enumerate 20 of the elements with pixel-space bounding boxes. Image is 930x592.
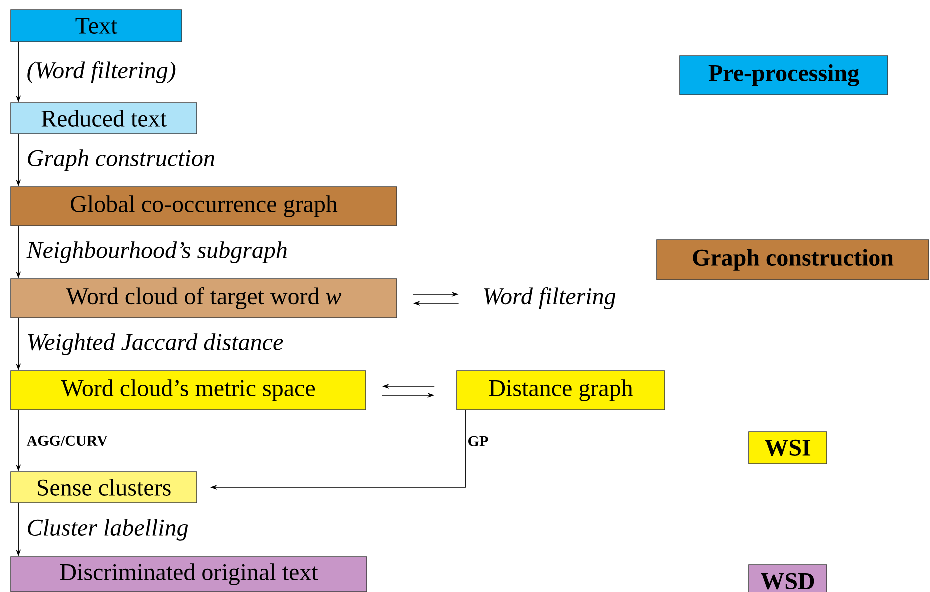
edge-label: Weighted Jaccard distance	[28, 334, 284, 356]
process-box: Global co-occurrence graph	[10, 186, 398, 226]
process-box: Word cloud of target word w	[10, 278, 398, 318]
process-box: Distance graph	[456, 370, 666, 410]
step-label: Word filtering	[484, 288, 616, 310]
process-box: Reduced text	[10, 102, 198, 134]
legend-box: WSD	[748, 564, 828, 592]
legend-box: Pre-processing	[680, 56, 888, 96]
edge-label: (Word filtering)	[28, 62, 176, 84]
edge-label: GP	[468, 436, 488, 446]
process-box: Discriminated original text	[10, 556, 368, 592]
edge-label: AGG/CURV	[26, 436, 108, 446]
process-box: Word cloud’s metric space	[10, 370, 366, 410]
edge-label: Cluster labelling	[28, 519, 188, 541]
process-box: Text	[10, 10, 182, 42]
legend-box: WSI	[748, 432, 828, 464]
process-box: Sense clusters	[10, 472, 198, 504]
edge-label: Graph construction	[28, 150, 214, 172]
edge-label: Neighbourhood’s subgraph	[26, 242, 287, 264]
legend-box: Graph construction	[656, 240, 930, 280]
